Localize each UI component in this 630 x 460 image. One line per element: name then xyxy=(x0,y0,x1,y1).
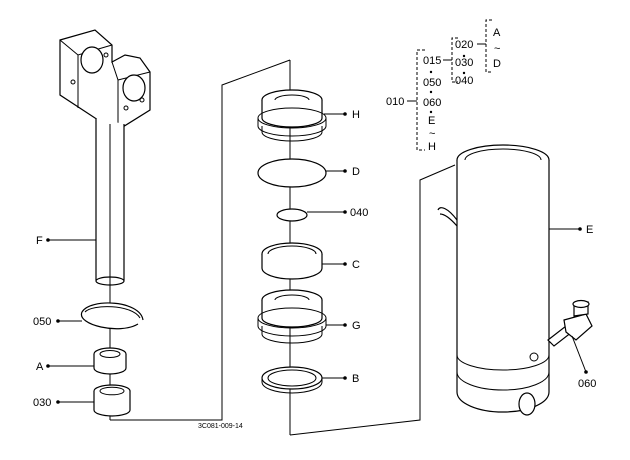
tree-col1-0: 015 xyxy=(423,55,441,67)
callout-F: F xyxy=(36,235,43,247)
tree-col2-0: 020 xyxy=(455,39,473,51)
centre-labels: H D 040 C G B xyxy=(350,109,368,385)
left-labels: F 050 A 030 xyxy=(33,235,51,409)
fitting-060 xyxy=(547,299,593,347)
snap-ring-040 xyxy=(276,208,308,222)
tree-col1-3: E xyxy=(428,115,435,127)
parts-hierarchy-tree: 010 015 050 060 E ~ H 020 030 040 A ~ D xyxy=(386,19,501,153)
piston-G xyxy=(257,289,327,344)
tree-col1-1: 050 xyxy=(423,77,441,89)
tree-col2-2: 040 xyxy=(455,75,473,87)
ring-C xyxy=(261,242,323,280)
tree-root: 010 xyxy=(386,96,404,108)
callout-050: 050 xyxy=(33,316,51,328)
piston-H xyxy=(257,89,327,142)
tree-col1-5: H xyxy=(428,141,436,153)
drawing-code: 3C081-009-14 xyxy=(198,423,243,430)
right-leaders xyxy=(549,227,588,374)
callout-G: G xyxy=(352,320,361,332)
centre-leaders xyxy=(307,112,347,380)
tree-col3-0: A xyxy=(493,27,501,39)
callout-D: D xyxy=(352,166,360,178)
callout-040: 040 xyxy=(350,207,368,219)
rod-assembly xyxy=(59,29,151,420)
o-ring-D xyxy=(257,158,327,188)
right-labels: E 060 xyxy=(578,224,596,390)
tree-col1-2: 060 xyxy=(423,97,441,109)
callout-C: C xyxy=(352,259,360,271)
callout-030: 030 xyxy=(33,397,51,409)
tree-col2-1: 030 xyxy=(455,57,473,69)
cylinder-tube-E xyxy=(437,144,550,416)
left-leaders xyxy=(46,238,96,404)
tree-col1-4: ~ xyxy=(429,128,435,140)
ring-B xyxy=(261,366,323,394)
callout-060: 060 xyxy=(578,378,596,390)
callout-H: H xyxy=(352,109,360,121)
tree-col3-2: D xyxy=(493,58,501,70)
callout-A: A xyxy=(36,361,44,373)
callout-B: B xyxy=(352,373,359,385)
callout-E: E xyxy=(586,224,593,236)
tree-col3-1: ~ xyxy=(494,43,500,55)
